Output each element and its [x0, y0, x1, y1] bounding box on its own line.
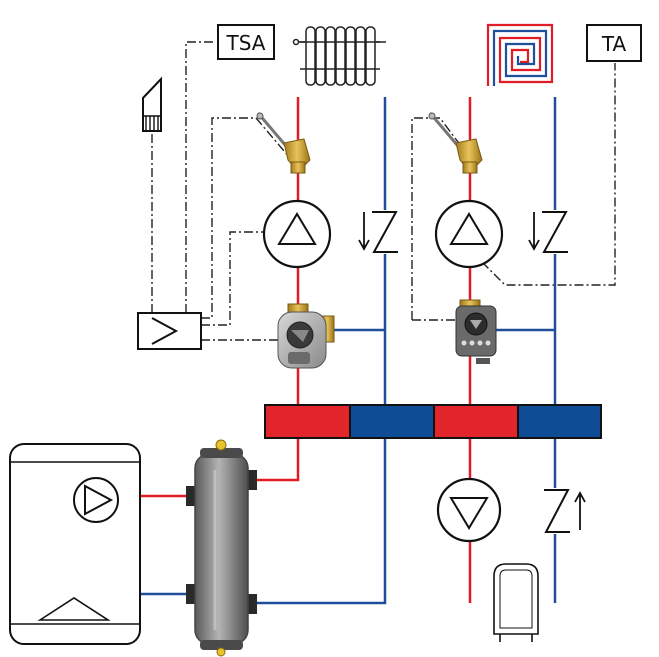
check-valve-lower [542, 488, 586, 534]
outdoor-sensor-icon [142, 76, 162, 132]
control-wiring [151, 41, 616, 341]
radiator-icon [292, 26, 386, 86]
circulation-pump-lower [436, 477, 502, 543]
balancing-valve-left [256, 112, 311, 174]
underfloor-heating-icon [486, 23, 554, 86]
circulation-pump-right [434, 199, 504, 269]
controller-icon [137, 312, 202, 350]
boiler-icon [9, 443, 141, 645]
circulation-pump-left [262, 199, 332, 269]
sensor-tsa-label: TSA [226, 31, 266, 55]
hydraulic-separator-icon [186, 439, 257, 657]
mixing-valve-left [277, 303, 335, 369]
check-valve-left [358, 210, 400, 254]
mixing-valve-right [455, 299, 497, 364]
balancing-valve-right [428, 112, 483, 174]
sensor-ta-label: TA [601, 32, 627, 56]
hot-water-tank-icon [493, 563, 539, 642]
check-valve-right [528, 210, 570, 254]
sensor-ta: TA [586, 24, 642, 62]
distribution-manifold [264, 404, 602, 439]
sensor-tsa: TSA [217, 24, 275, 60]
